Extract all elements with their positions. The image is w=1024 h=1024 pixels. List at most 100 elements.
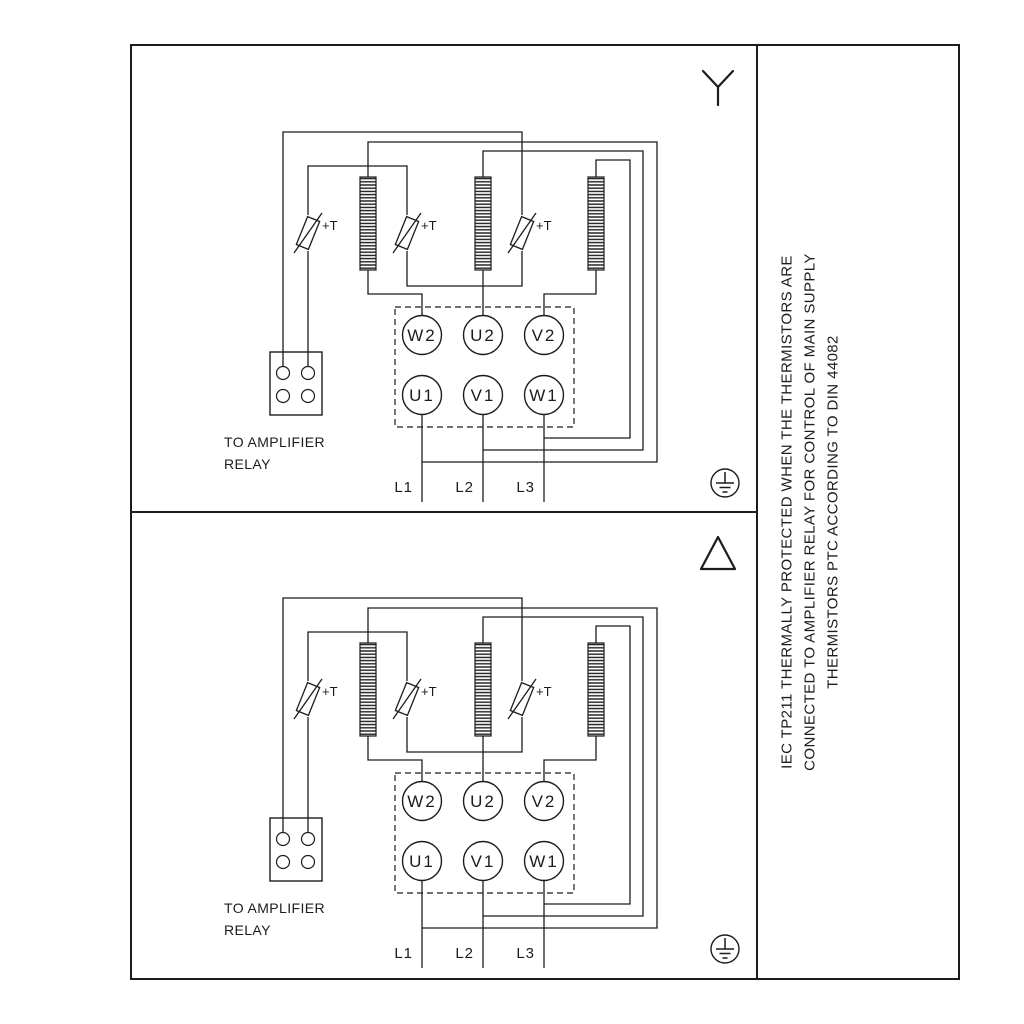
panel-star: +T +T +T <box>132 46 756 512</box>
delta-wiring-diagram: +T +T +T <box>224 535 740 968</box>
terminal-label-w1: W1 <box>529 852 559 871</box>
winding1-terminal-wire <box>367 736 423 782</box>
winding-coil <box>474 642 492 737</box>
terminal-label-v2: V2 <box>532 792 557 811</box>
panel-delta: +T +T +T <box>132 512 756 978</box>
terminal-label-w2: W2 <box>407 792 437 811</box>
thermistor-chain-wire <box>307 165 408 215</box>
supply-label-l3: L3 <box>516 945 535 962</box>
thermistor-label: +T <box>421 684 437 699</box>
relay-terminal <box>275 388 291 404</box>
terminal-w2 <box>401 780 443 822</box>
relay-terminal <box>275 831 291 847</box>
terminal-v2 <box>523 314 565 356</box>
relay-terminal-box <box>269 817 323 882</box>
relay-terminal <box>275 854 291 870</box>
terminal-label-w2: W2 <box>407 326 437 345</box>
terminal-v1 <box>462 374 504 416</box>
relay-terminal <box>300 365 316 381</box>
thermistor-icon <box>507 678 537 720</box>
relay-terminal <box>300 388 316 404</box>
terminal-u1 <box>401 374 443 416</box>
side-note-line: IEC TP211 THERMALLY PROTECTED WHEN THE T… <box>778 255 796 769</box>
thermistor-relay-wire <box>282 131 523 367</box>
terminal-u1 <box>401 840 443 882</box>
earth-ground-icon <box>710 468 740 498</box>
thermistor-chain-wire <box>406 251 523 287</box>
side-divider <box>756 46 758 978</box>
thermistor-icon <box>392 678 422 720</box>
relay-terminal <box>300 831 316 847</box>
terminal-w1 <box>523 840 565 882</box>
terminal-label-v1: V1 <box>471 852 496 871</box>
terminal-w1 <box>523 374 565 416</box>
terminal-circles <box>401 314 565 416</box>
terminal-label-u1: U1 <box>409 852 435 871</box>
wiring <box>282 131 658 502</box>
terminal-u2 <box>462 314 504 356</box>
delta-icon <box>699 535 737 571</box>
relay-box-outline <box>269 351 323 416</box>
terminal-v1 <box>462 840 504 882</box>
relay-note-line2: RELAY <box>224 922 271 938</box>
winding3-routing-wire <box>544 159 631 439</box>
motor-windings <box>359 176 605 271</box>
diagram-frame: +T +T +T <box>130 44 960 980</box>
winding1-routing-wire <box>367 607 658 929</box>
winding-coil <box>587 642 605 737</box>
motor-windings <box>359 642 605 737</box>
side-note-line: CONNECTED TO AMPLIFIER RELAY FOR CONTROL… <box>801 253 819 771</box>
thermistor-label: +T <box>536 684 552 699</box>
thermistor-label: +T <box>536 218 552 233</box>
side-note-text: IEC TP211 THERMALLY PROTECTED WHEN THE T… <box>776 253 845 771</box>
supply-label-l1: L1 <box>394 945 413 962</box>
winding3-terminal-wire <box>543 270 597 316</box>
earth-ground-icon <box>710 934 740 964</box>
winding1-routing-wire <box>367 141 658 463</box>
thermistor-icon <box>293 678 323 720</box>
star-wiring-diagram: +T +T +T <box>224 69 740 502</box>
relay-terminal-box <box>269 351 323 416</box>
winding-coil <box>359 176 377 271</box>
terminal-circles <box>401 780 565 882</box>
terminal-label-w1: W1 <box>529 386 559 405</box>
thermistor-icon <box>392 212 422 254</box>
relay-note-line1: TO AMPLIFIER <box>224 434 325 450</box>
winding2-routing-wire <box>482 150 644 451</box>
winding2-routing-wire <box>482 616 644 917</box>
terminal-v2 <box>523 780 565 822</box>
relay-box-outline <box>269 817 323 882</box>
thermistor-icon <box>507 212 537 254</box>
terminal-label-u1: U1 <box>409 386 435 405</box>
winding-coil <box>474 176 492 271</box>
winding3-terminal-wire <box>543 736 597 782</box>
thermistor-chain-wire <box>307 631 408 681</box>
terminal-label-u2: U2 <box>470 792 496 811</box>
terminal-label-v1: V1 <box>471 386 496 405</box>
thermistor-chain-wire <box>406 717 523 753</box>
terminal-u2 <box>462 780 504 822</box>
supply-label-l2: L2 <box>455 479 474 496</box>
relay-terminal <box>300 854 316 870</box>
supply-label-l1: L1 <box>394 479 413 496</box>
supply-label-l2: L2 <box>455 945 474 962</box>
supply-label-l3: L3 <box>516 479 535 496</box>
terminal-w2 <box>401 314 443 356</box>
thermistor-label: +T <box>322 218 338 233</box>
thermistor-icon <box>293 212 323 254</box>
winding-coil <box>587 176 605 271</box>
side-note-strip: IEC TP211 THERMALLY PROTECTED WHEN THE T… <box>758 46 958 978</box>
star-icon <box>701 69 735 107</box>
side-note-line: THERMISTORS PTC ACCORDING TO DIN 44082 <box>824 335 842 689</box>
thermistor-label: +T <box>322 684 338 699</box>
terminal-label-u2: U2 <box>470 326 496 345</box>
wiring <box>282 597 658 968</box>
relay-note-line2: RELAY <box>224 456 271 472</box>
winding-coil <box>359 642 377 737</box>
relay-note-line1: TO AMPLIFIER <box>224 900 325 916</box>
thermistor-label: +T <box>421 218 437 233</box>
winding3-routing-wire <box>544 625 631 905</box>
panel-divider <box>132 511 756 513</box>
winding1-terminal-wire <box>367 270 423 316</box>
